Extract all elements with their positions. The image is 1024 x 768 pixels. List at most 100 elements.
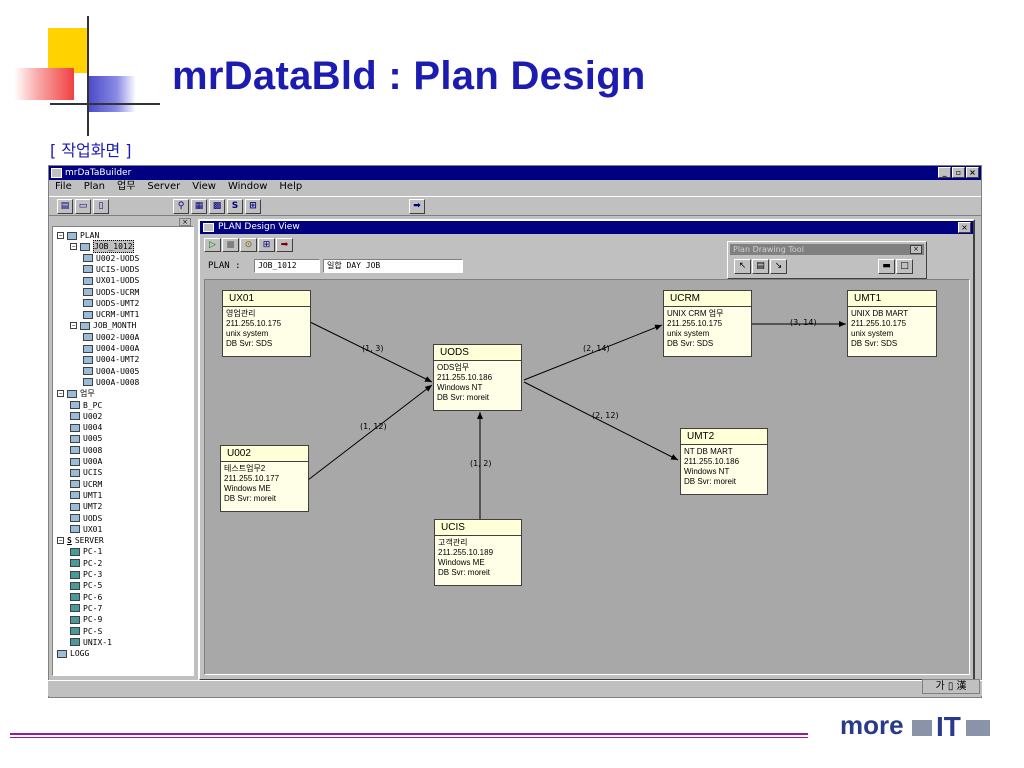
window-titlebar[interactable]: mrDaTaBuilder _ ▫ × [49,166,981,180]
tree-item[interactable]: U008 [70,445,102,456]
horizontal-view-icon[interactable]: ▭ [75,199,91,214]
split-view-icon[interactable]: ▤ [57,199,73,214]
tree-item[interactable]: U00A-U008 [83,377,139,388]
tree-item[interactable]: PC-7 [70,603,102,614]
tree-item[interactable]: U004 [70,422,102,433]
child-close-button[interactable]: × [958,222,971,233]
tree-item[interactable]: UODS-UMT2 [83,298,139,309]
palette-close-button[interactable]: × [910,245,922,254]
add-node-icon[interactable]: ▤ [752,259,769,274]
tree-item[interactable]: PC-S [70,626,102,637]
tree-item[interactable]: U004-UMT2 [83,354,139,365]
node-title: U002 [221,446,308,462]
node-uods[interactable]: UODS ODS업무 211.255.10.186 Windows NT DB … [433,344,522,411]
tree-item[interactable]: UCRM [70,479,102,490]
stop-icon[interactable]: ■ [222,238,239,252]
tree-item-label: U004-U00A [96,344,140,353]
grid-icon[interactable]: ▦ [191,199,207,214]
tree-item[interactable]: UODS [70,513,102,524]
tree-item[interactable]: UMT2 [70,501,102,512]
menu-view[interactable]: View [192,181,216,192]
menu-server[interactable]: Server [147,181,181,192]
node-umt1[interactable]: UMT1 UNIX DB MART 211.255.10.175 unix sy… [847,290,937,357]
tree-item[interactable]: PC-2 [70,558,102,569]
play-icon[interactable]: ▷ [204,238,221,252]
tree-item[interactable]: B_PC [70,400,102,411]
tree-item[interactable]: UMT1 [70,490,102,501]
tree-item[interactable]: U00A-U005 [83,366,139,377]
node-u002[interactable]: U002 테스트업무2 211.255.10.177 Windows ME DB… [220,445,309,512]
tree-item[interactable]: U004-U00A [83,343,139,354]
vertical-view-icon[interactable]: ▯ [93,199,109,214]
tree-item[interactable]: UCIS-UODS [83,264,139,275]
tree-item[interactable]: UX01-UODS [83,275,139,286]
rectangle-tool-icon[interactable]: □ [896,259,913,274]
node-umt2[interactable]: UMT2 NT DB MART 211.255.10.186 Windows N… [680,428,768,495]
expand-toggle-icon[interactable]: − [57,390,64,398]
tree-item[interactable]: −JOB_MONTH [70,320,136,331]
tree-item[interactable]: PC-9 [70,614,102,625]
node-line: UNIX DB MART [851,309,909,318]
line-tool-icon[interactable]: ▬ [878,259,895,274]
select-pointer-icon[interactable]: ↖ [734,259,751,274]
tree-item[interactable]: PC-5 [70,580,102,591]
tree-item[interactable]: UCIS [70,467,102,478]
child-titlebar[interactable]: PLAN Design View × [200,221,973,234]
expand-toggle-icon[interactable]: − [70,322,77,330]
plan-description-field[interactable]: 일합 DAY JOB [323,259,463,273]
plan-node-icon[interactable]: ⊞ [258,238,275,252]
tree-item[interactable]: UNIX-1 [70,637,112,648]
tree-item-label: UCIS-UODS [96,264,140,274]
edge-u002-uods[interactable] [307,384,433,481]
tree-item-label: PC-5 [83,581,103,591]
plan-icon[interactable]: ⊞ [245,199,261,214]
edge-ux01-uods[interactable] [309,321,433,383]
tree-item[interactable]: PC-1 [70,546,102,557]
run-arrow-icon[interactable]: ➡ [409,199,425,214]
maximize-button[interactable]: ▫ [952,167,965,178]
server-icon[interactable]: ▩ [209,199,225,214]
node-ucis[interactable]: UCIS 고객관리 211.255.10.189 Windows ME DB S… [434,519,522,586]
tree-item[interactable]: PC-6 [70,592,102,603]
ime-indicator[interactable]: 가 ▯ 漢 [922,679,980,694]
tree-item[interactable]: U002 [70,411,102,422]
plan-name-field[interactable]: JOB_1012 [254,259,320,273]
tree-item[interactable]: U002-U00A [83,332,139,343]
connect-arrow-icon[interactable]: ↘ [770,259,787,274]
expand-toggle-icon[interactable]: − [70,243,77,251]
minimize-button[interactable]: _ [938,167,951,178]
tree-item[interactable]: −JOB_1012 [70,240,134,254]
design-canvas[interactable] [204,279,970,675]
s-icon[interactable]: S [227,199,243,214]
tree-item[interactable]: PC-3 [70,569,102,580]
menu-file[interactable]: File [55,181,72,192]
edge-uods-umt2[interactable] [523,381,679,461]
tree-item[interactable]: LOGG [57,648,89,659]
export-arrow-icon[interactable]: ➡ [276,238,293,252]
expand-toggle-icon[interactable]: − [57,232,64,239]
node-ucrm[interactable]: UCRM UNIX CRM 업무 211.255.10.175 unix sys… [663,290,752,357]
tree-item[interactable]: UX01 [70,524,102,535]
close-button[interactable]: × [966,167,979,178]
menu-help[interactable]: Help [279,181,303,192]
tree-icon[interactable]: ⚲ [173,199,189,214]
tree-item[interactable]: U002-UODS [83,253,139,264]
edge-uods-ucrm[interactable] [523,324,663,381]
tree-close-icon[interactable]: × [179,218,191,226]
tree-item[interactable]: UCRM-UMT1 [83,309,139,320]
node-ux01[interactable]: UX01 영업관리 211.255.10.175 unix system DB … [222,290,311,357]
palette-titlebar[interactable]: Plan Drawing Tool × [730,244,924,255]
timer-icon[interactable]: ⊙ [240,238,257,252]
tree-item[interactable]: U00A [70,456,102,467]
menu-window[interactable]: Window [227,181,268,192]
tree-item[interactable]: UODS-UCRM [83,287,139,298]
tree-item[interactable]: −업무 [57,388,95,399]
tree-item[interactable]: −PLAN [57,230,99,241]
menu-plan[interactable]: Plan [83,181,106,192]
menu-task[interactable]: 업무 [117,181,136,192]
tree-item-label: B_PC [83,400,103,410]
tree-item[interactable]: U005 [70,433,102,444]
expand-toggle-icon[interactable]: − [57,537,64,545]
